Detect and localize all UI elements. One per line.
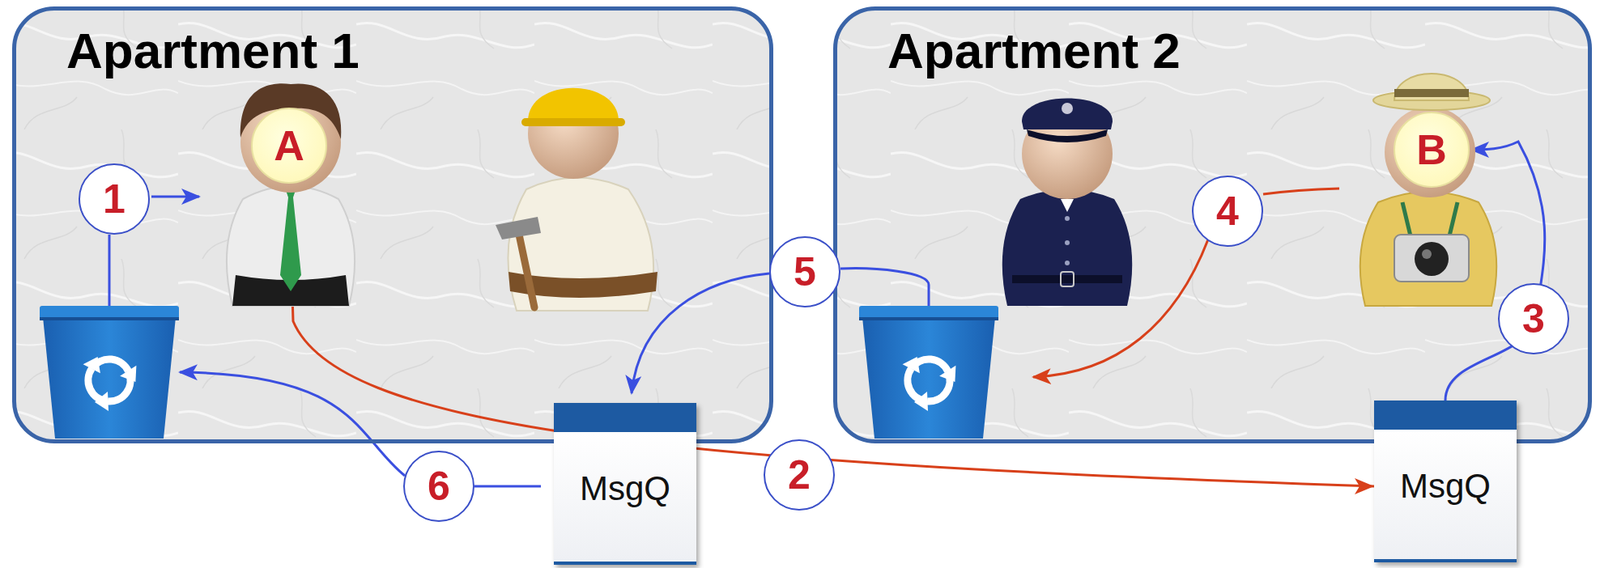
police-officer [1002,98,1132,307]
apartment-title: Apartment 1 [66,23,360,79]
builder [495,88,658,311]
callout-number: 2 [763,439,835,511]
apartment-floor [834,8,1591,443]
apartment-floor [13,8,772,443]
callout-number: 5 [769,236,841,308]
message-queue-box: MsgQ [1374,400,1517,563]
callout-number: 6 [403,451,475,523]
office-worker [226,83,355,307]
person-label-circle: B [1393,111,1470,188]
callout-number: 3 [1497,283,1570,355]
apartment-title: Apartment 2 [887,23,1181,79]
message-queue-box: MsgQ [553,403,697,566]
tourist [1360,73,1497,307]
callout-number: 4 [1191,175,1264,247]
queue-label: MsgQ [579,470,671,508]
callout-number: 1 [78,163,150,235]
arrow-head [1354,478,1375,495]
person-letter: A [273,124,305,167]
person-label-circle: A [251,107,328,184]
person-letter: B [1416,128,1447,171]
queue-label: MsgQ [1400,468,1491,506]
